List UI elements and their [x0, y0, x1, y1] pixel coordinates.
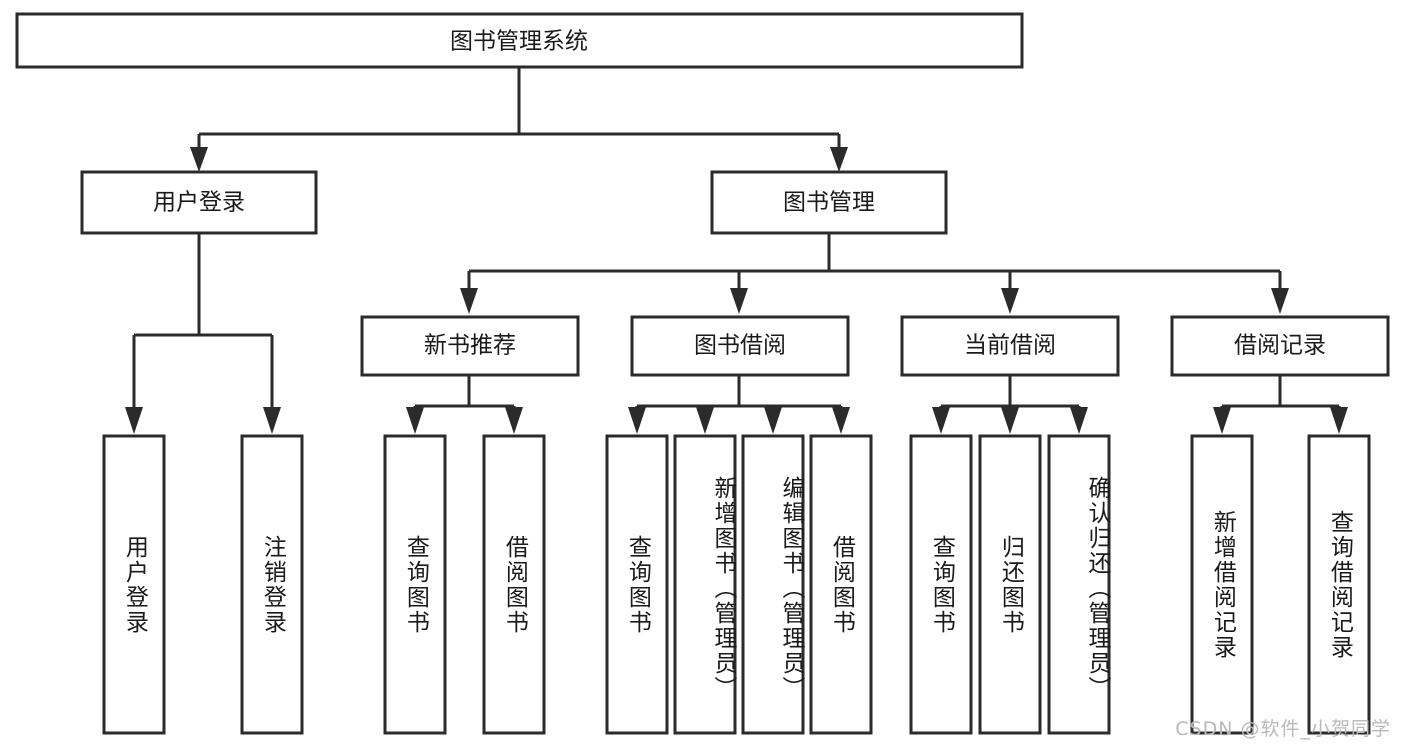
- node-borrow-record-label: 借阅记录: [1234, 333, 1326, 359]
- node-book-borrow[interactable]: 图书借阅: [630, 315, 850, 377]
- node-borrow-record[interactable]: 借阅记录: [1170, 315, 1390, 377]
- connector-currentborrow-to-leaves: [932, 375, 1088, 434]
- leaf-return-book[interactable]: [978, 434, 1042, 735]
- node-new-book-recommend[interactable]: 新书推荐: [360, 315, 580, 377]
- node-new-book-recommend-label: 新书推荐: [424, 333, 516, 359]
- leaf-borrow-book-newbook[interactable]: [482, 434, 546, 735]
- node-current-borrow[interactable]: 当前借阅: [900, 315, 1120, 377]
- leaf-add-book-admin[interactable]: [673, 434, 737, 735]
- leaf-query-borrow-record[interactable]: [1307, 434, 1371, 735]
- node-user-login[interactable]: 用户登录: [80, 170, 318, 235]
- leaf-query-book-newbook[interactable]: [383, 434, 447, 735]
- node-book-borrow-label: 图书借阅: [694, 333, 786, 359]
- connector-borrowrecord-to-leaves: [1213, 375, 1348, 434]
- leaf-logout[interactable]: [240, 434, 304, 735]
- leaf-confirm-return-admin[interactable]: [1047, 434, 1111, 735]
- connector-root-to-level2: [190, 68, 848, 172]
- leaf-add-borrow-record[interactable]: [1190, 434, 1254, 735]
- node-book-management[interactable]: 图书管理: [710, 170, 948, 235]
- leaf-query-book-current[interactable]: [909, 434, 973, 735]
- node-book-management-label: 图书管理: [783, 190, 875, 216]
- connector-userlogin-to-leaves: [125, 233, 281, 434]
- watermark-text: CSDN @软件_小贺同学: [1175, 718, 1391, 740]
- leaf-user-login[interactable]: [102, 434, 166, 735]
- node-root[interactable]: 图书管理系统: [15, 12, 1024, 69]
- node-current-borrow-label: 当前借阅: [964, 333, 1056, 359]
- connector-bookmgmt-to-level3: [460, 233, 1289, 314]
- leaf-borrow-book[interactable]: [809, 434, 873, 735]
- connector-newbook-to-leaves: [406, 375, 523, 434]
- leaf-edit-book-admin[interactable]: [741, 434, 805, 735]
- connector-bookborrow-to-leaves: [628, 375, 850, 434]
- leaf-query-book-borrow[interactable]: [605, 434, 669, 735]
- node-root-label: 图书管理系统: [450, 29, 588, 55]
- node-user-login-label: 用户登录: [153, 190, 245, 216]
